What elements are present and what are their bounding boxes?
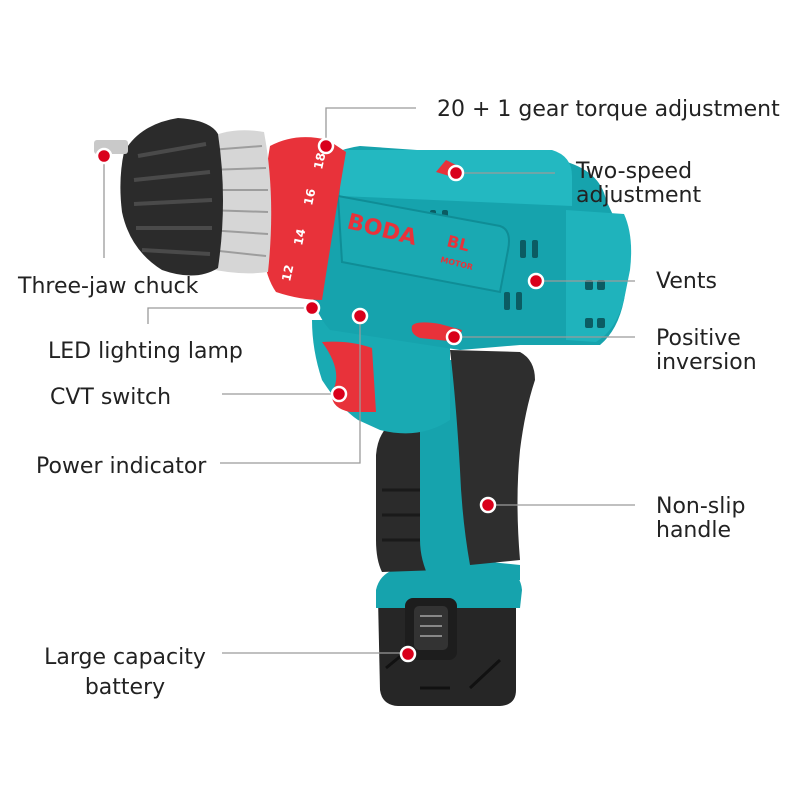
- dot-led: [303, 299, 321, 317]
- label-three-jaw-chuck: Three-jaw chuck: [18, 274, 199, 299]
- dot-power: [351, 307, 369, 325]
- label-cvt-switch: CVT switch: [50, 385, 172, 410]
- callout-dots: [95, 137, 545, 663]
- label-vents: Vents: [656, 269, 717, 294]
- dot-battery: [399, 645, 417, 663]
- torque-scale: 12 14 16 18: [279, 151, 328, 282]
- svg-text:18: 18: [311, 151, 328, 170]
- label-battery-line2: battery: [84, 675, 166, 700]
- motor-badge: BL: [445, 231, 471, 255]
- dot-handle: [479, 496, 497, 514]
- label-torque-adjustment: 20 + 1 gear torque adjustment: [437, 97, 780, 122]
- label-power-indicator: Power indicator: [36, 454, 207, 479]
- label-handle-line1: Non-slip: [656, 494, 746, 519]
- drill-image: BODA BL MOTOR 12 14 16 18: [94, 118, 632, 706]
- dot-chuck: [95, 147, 113, 165]
- svg-text:14: 14: [291, 227, 308, 246]
- svg-text:12: 12: [279, 263, 296, 282]
- dot-cvt: [330, 385, 348, 403]
- label-led-lighting-lamp: LED lighting lamp: [48, 339, 243, 364]
- dot-vents: [527, 272, 545, 290]
- dot-torque: [317, 137, 335, 155]
- label-inversion-line1: Positive: [656, 326, 741, 351]
- dot-inversion: [445, 328, 463, 346]
- label-two-speed-line1: Two-speed: [576, 159, 693, 184]
- label-inversion-line2: inversion: [656, 350, 757, 375]
- label-two-speed-line2: adjustment: [576, 183, 702, 208]
- leader-lines: [103, 107, 635, 654]
- svg-text:16: 16: [301, 187, 318, 206]
- label-battery-line1: Large capacity: [44, 645, 206, 670]
- dot-two-speed: [447, 164, 465, 182]
- label-handle-line2: handle: [656, 518, 731, 543]
